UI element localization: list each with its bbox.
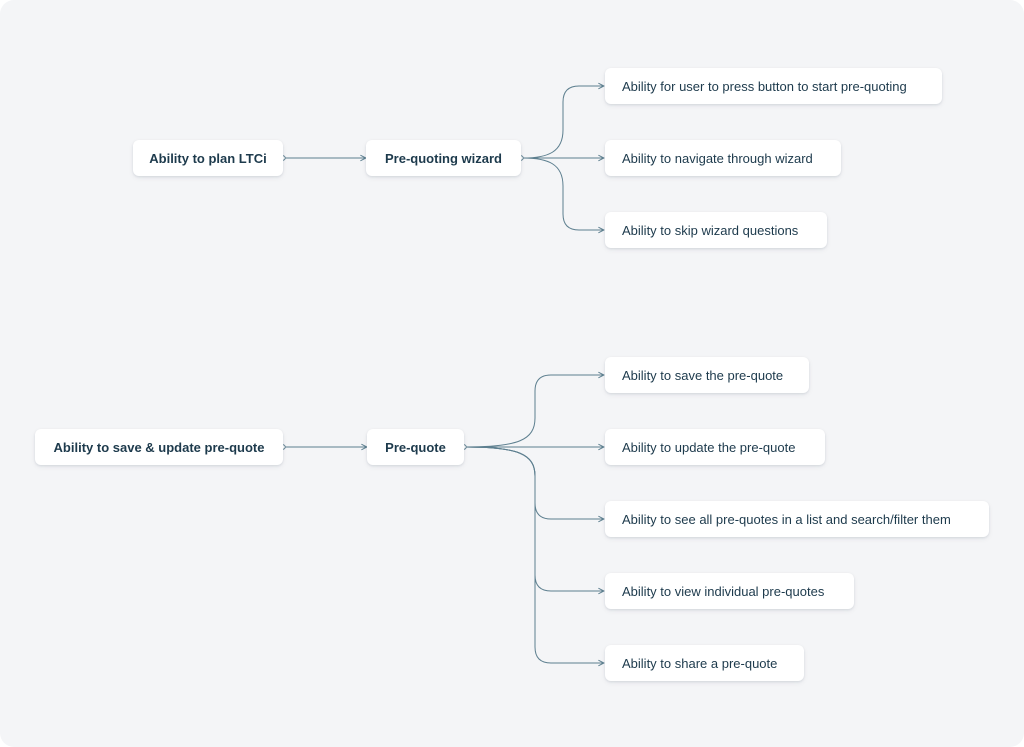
leaf-node-view-individual: Ability to view individual pre-quotes xyxy=(605,573,854,609)
leaf-node-skip-wizard-questions: Ability to skip wizard questions xyxy=(605,212,827,248)
leaf-node-share-pre-quote: Ability to share a pre-quote xyxy=(605,645,804,681)
leaf-node-navigate-wizard: Ability to navigate through wizard xyxy=(605,140,841,176)
connector-mid1-leaf1 xyxy=(522,86,604,159)
connector-mid2-leaf5 xyxy=(465,446,604,663)
mid-node-pre-quoting-wizard: Pre-quoting wizard xyxy=(366,140,521,176)
connector-mid2-leaf1 xyxy=(465,375,604,448)
leaf-node-update-pre-quote: Ability to update the pre-quote xyxy=(605,429,825,465)
root-node-save-update-pre-quote: Ability to save & update pre-quote xyxy=(35,429,283,465)
leaf-node-start-pre-quoting: Ability for user to press button to star… xyxy=(605,68,942,104)
leaf-node-save-pre-quote: Ability to save the pre-quote xyxy=(605,357,809,393)
leaf-node-list-search-filter: Ability to see all pre-quotes in a list … xyxy=(605,501,989,537)
root-node-plan-ltci: Ability to plan LTCi xyxy=(133,140,283,176)
mid-node-pre-quote: Pre-quote xyxy=(367,429,464,465)
connector-mid1-leaf3 xyxy=(522,157,604,230)
